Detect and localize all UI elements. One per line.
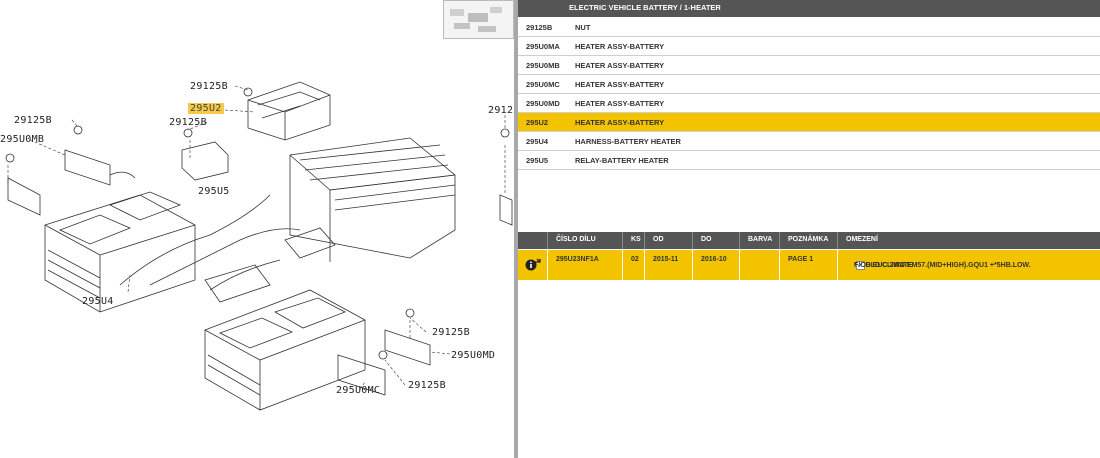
diagram-thumbnail[interactable] [443,0,514,39]
parts-row[interactable]: 295U0MA HEATER ASSY-BATTERY [518,37,1100,56]
col-to[interactable]: DO [693,232,740,249]
parts-row[interactable]: 295U5 RELAY-BATTERY HEATER [518,151,1100,170]
info-pointer-icon[interactable] [525,258,541,272]
col-color[interactable]: BARVA [740,232,780,249]
col-qty[interactable]: KS [623,232,645,249]
parts-panel: ELECTRIC VEHICLE BATTERY / 1-HEATER 2912… [518,0,1100,458]
part-description: HEATER ASSY-BATTERY [575,42,665,51]
note-cell: PAGE 1 [780,250,838,280]
parts-diagram[interactable]: 29125B 295U2 29125B 295U5 29125B 295U0MB… [0,0,514,458]
nut-icon [405,308,415,318]
col-icon [518,232,548,249]
heater-assy-md [384,329,431,366]
part-description: HEATER ASSY-BATTERY [575,80,665,89]
callout-heater-mc[interactable]: 295U0MC [336,385,381,396]
part-code: 29125B [526,23,553,32]
detail-grid-header: ČÍSLO DÍLU KS OD DO BARVA POZNÁMKA OMEZE… [518,232,1100,249]
callout-heater-mb[interactable]: 295U0MB [0,134,45,145]
parts-row[interactable]: 29125B NUT [518,18,1100,37]
heater-assy-top [247,81,331,141]
part-description: NUT [575,23,591,32]
part-description: RELAY-BATTERY HEATER [575,156,669,165]
part-code: 295U0MC [526,80,560,89]
callout-nut-bottom[interactable]: 29125B [408,380,446,391]
color-cell [740,250,780,280]
part-code: 295U0MD [526,99,560,108]
restriction-text-pre: *5HB.EUC.2WD.EM57.(MID+HIGH).GQU1 +*5HB.… [854,262,1031,269]
callout-harness[interactable]: 295U4 [82,296,114,307]
part-description: HEATER ASSY-BATTERY [575,99,665,108]
part-code: 295U0MA [526,42,560,51]
parts-row-selected[interactable]: 295U2 HEATER ASSY-BATTERY [518,113,1100,132]
part-code: 295U4 [526,137,549,146]
part-description: HEATER ASSY-BATTERY [575,61,665,70]
callout-heater-md[interactable]: 295U0MD [451,350,496,361]
relay-assy [181,141,229,181]
checkmark-icon: ✓ [856,261,865,270]
parts-list-title: ELECTRIC VEHICLE BATTERY / 1-HEATER [569,3,721,12]
battery-stack-left [44,194,196,313]
part-code: 295U0MB [526,61,560,70]
pane-divider[interactable] [514,0,518,458]
qty-cell: 02 [623,250,645,280]
battery-stack-bottom [204,289,366,411]
harness-lines [119,194,301,291]
thumbnail-icon [450,7,502,32]
battery-module-main [289,137,456,259]
parts-row[interactable]: 295U4 HARNESS-BATTERY HEATER [518,132,1100,151]
part-number-cell: 295U23NF1A [548,250,623,280]
heater-assy-mb [64,149,111,186]
col-part-number[interactable]: ČÍSLO DÍLU [548,232,623,249]
from-cell: 2015-11 [645,250,693,280]
callout-relay[interactable]: 295U5 [198,186,230,197]
callout-nut-top[interactable]: 29125B [190,81,228,92]
part-description: HEATER ASSY-BATTERY [575,118,665,127]
nut-icon [378,350,388,360]
parts-row[interactable]: 295U0MD HEATER ASSY-BATTERY [518,94,1100,113]
nut-icon [5,153,15,163]
parts-row[interactable]: 295U0MC HEATER ASSY-BATTERY [518,75,1100,94]
heater-assy-mc [337,354,386,396]
col-from[interactable]: OD [645,232,693,249]
detail-grid-row[interactable]: 295U23NF1A 02 2015-11 2016-10 PAGE 1 *5H… [518,250,1100,280]
part-code: 295U2 [526,118,549,127]
part-description: HARNESS-BATTERY HEATER [575,137,681,146]
callout-nut-mid[interactable]: 29125B [169,117,207,128]
nut-icon [183,128,193,138]
col-note[interactable]: POZNÁMKA [780,232,838,249]
exploded-view-drawing [5,81,513,411]
row-info-cell[interactable] [518,250,548,280]
part-code: 295U5 [526,156,549,165]
restriction-cell: *5HB.EUC.2WD.EM57.(MID+HIGH).GQU1 +*5HB.… [838,250,1100,280]
restriction-text-post: F/COLD CLIMATE [854,262,913,269]
col-restriction[interactable]: OMEZENÍ [846,236,878,243]
callout-nut-right-low[interactable]: 29125B [432,327,470,338]
nut-icon [500,128,510,138]
callout-nut-right-top[interactable]: 29125B [488,105,514,116]
callout-heater-295u2[interactable]: 295U2 [188,103,224,114]
parts-row[interactable]: 295U0MB HEATER ASSY-BATTERY [518,56,1100,75]
callout-nut-left[interactable]: 29125B [14,115,52,126]
parts-list-header: ELECTRIC VEHICLE BATTERY / 1-HEATER [518,0,1100,17]
to-cell: 2016-10 [693,250,740,280]
nut-icon [73,125,83,135]
nut-icon [243,87,253,97]
